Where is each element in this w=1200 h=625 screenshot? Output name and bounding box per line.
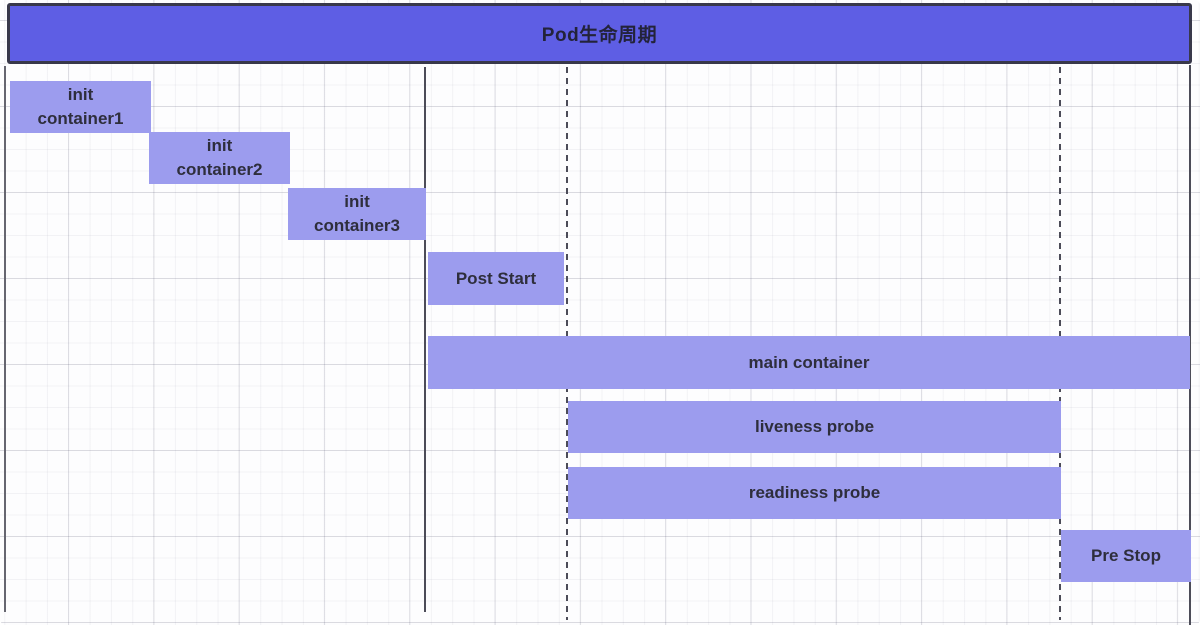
diagram-left-border xyxy=(4,66,6,612)
bar-init-container2: init container2 xyxy=(149,132,290,184)
diagram-title: Pod生命周期 xyxy=(541,25,658,46)
bar-pre-stop: Pre Stop xyxy=(1061,530,1191,582)
phase-divider-init-end xyxy=(424,67,426,612)
bar-main-container: main container xyxy=(428,336,1190,389)
bar-init-container1: init container1 xyxy=(10,81,151,133)
diagram-right-border xyxy=(1189,65,1191,625)
bar-init-container3: init container3 xyxy=(288,188,426,240)
bar-liveness-probe: liveness probe xyxy=(568,401,1061,453)
bar-readiness-probe: readiness probe xyxy=(568,467,1061,519)
bar-post-start: Post Start xyxy=(428,252,564,305)
diagram-title-bar: Pod生命周期 xyxy=(7,3,1192,64)
